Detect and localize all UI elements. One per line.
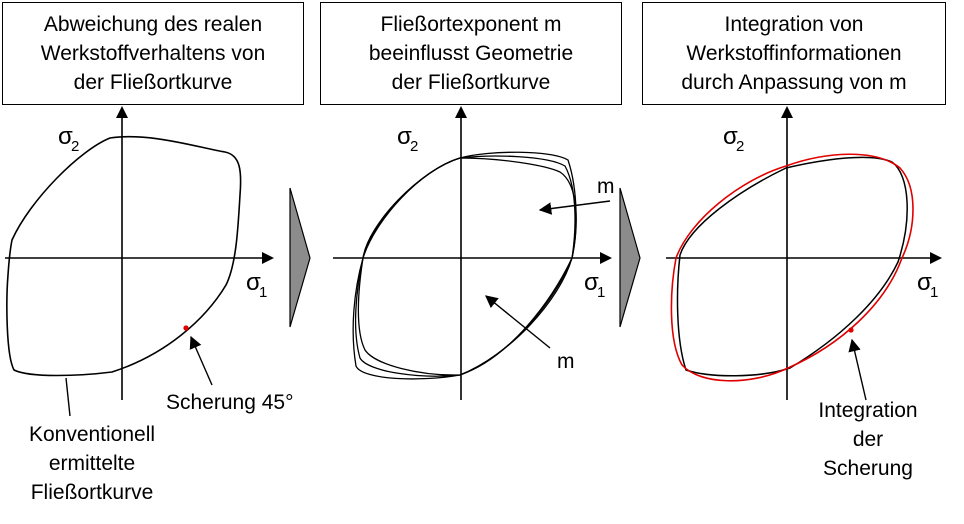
yield-curve-family <box>352 151 577 380</box>
axis-label-sigma1: σ <box>246 269 261 296</box>
caption-integration: Integration von Werkstoffinformationen d… <box>642 2 946 105</box>
axis-label-sigma1: σ <box>917 269 932 296</box>
axis-label-sigma1-sub: 1 <box>259 284 267 301</box>
sigma2-arrowhead <box>116 106 128 118</box>
annotation-scherung: Scherung 45° <box>166 388 294 417</box>
annotation-line: Scherung <box>823 457 913 480</box>
sigma1-arrowhead <box>262 252 274 264</box>
annotation-line: ermittelte <box>48 452 136 475</box>
axis-label-sigma1: σ <box>584 269 599 296</box>
axis-label-sigma2-sub: 2 <box>71 138 79 155</box>
shear-pointer-arrow <box>189 335 213 386</box>
annotation-line: Integration <box>818 399 918 422</box>
caption-line: Werkstoffverhaltens von <box>40 42 266 65</box>
yield-curve-m-mid <box>354 155 576 377</box>
caption-exponent: Fließortexponent m beeinflusst Geometrie… <box>320 2 622 105</box>
panel-integration: Integration von Werkstoffinformationen d… <box>642 0 946 524</box>
caption-line: durch Anpassung von m <box>681 71 907 94</box>
annotation-line: der <box>852 428 884 451</box>
sigma2-arrowhead <box>781 106 793 118</box>
axes-panel-3 <box>666 118 930 400</box>
annotation-integration: Integration der Scherung <box>798 396 938 483</box>
transition-arrow-2 <box>619 187 641 328</box>
annotation-scherung-text: Scherung 45° <box>166 391 294 414</box>
caption-line: beeinflusst Geometrie <box>368 42 574 65</box>
axis-label-sigma2-sub: 2 <box>410 138 418 155</box>
integration-pointer-arrow <box>848 338 867 401</box>
axes-panel-2 <box>333 118 600 400</box>
sigma2-arrowhead <box>455 106 467 118</box>
yield-curve-conventional <box>6 135 242 377</box>
axis-label-sigma2-sub: 2 <box>736 138 744 155</box>
shear-integration-point <box>848 327 854 333</box>
m-pointer-bottom <box>485 295 551 349</box>
label-m-top: m <box>597 175 615 198</box>
yield-curve-fitted <box>670 153 914 382</box>
panel-deviation: Abweichung des realen Werkstoffverhalten… <box>0 0 310 524</box>
caption-line: der Fließortkurve <box>73 71 233 94</box>
caption-line: Integration von <box>724 13 864 36</box>
caption-line: Abweichung des realen <box>43 13 263 36</box>
caption-deviation: Abweichung des realen Werkstoffverhalten… <box>2 2 304 105</box>
annotation-konventionell: Konventionell ermittelte Fließortkurve <box>8 420 176 507</box>
m-pointer-top <box>538 200 611 215</box>
axis-label-sigma1-sub: 1 <box>597 284 605 301</box>
sigma1-arrowhead <box>930 252 942 264</box>
axes-panel-1 <box>5 118 262 400</box>
label-m-bottom: m <box>557 350 575 373</box>
yield-curve-m-large <box>352 151 577 380</box>
annotation-line: Konventionell <box>28 423 156 446</box>
axis-label-sigma2: σ <box>58 123 73 150</box>
caption-line: Werkstoffinformationen <box>686 42 902 65</box>
axis-label-sigma2: σ <box>723 123 738 150</box>
yield-curve-conventional-3 <box>676 156 908 377</box>
shear-45-point <box>183 325 189 331</box>
transition-arrow-1 <box>289 187 311 328</box>
annotation-line: Fließortkurve <box>30 481 154 504</box>
panel-exponent: Fließortexponent m beeinflusst Geometrie… <box>320 0 622 524</box>
conventional-leader-line <box>65 377 71 417</box>
caption-line: der Fließortkurve <box>391 71 551 94</box>
sigma1-arrowhead <box>600 252 612 264</box>
caption-line: Fließortexponent m <box>380 13 562 36</box>
axis-label-sigma1-sub: 1 <box>930 284 938 301</box>
axis-label-sigma2: σ <box>397 123 412 150</box>
